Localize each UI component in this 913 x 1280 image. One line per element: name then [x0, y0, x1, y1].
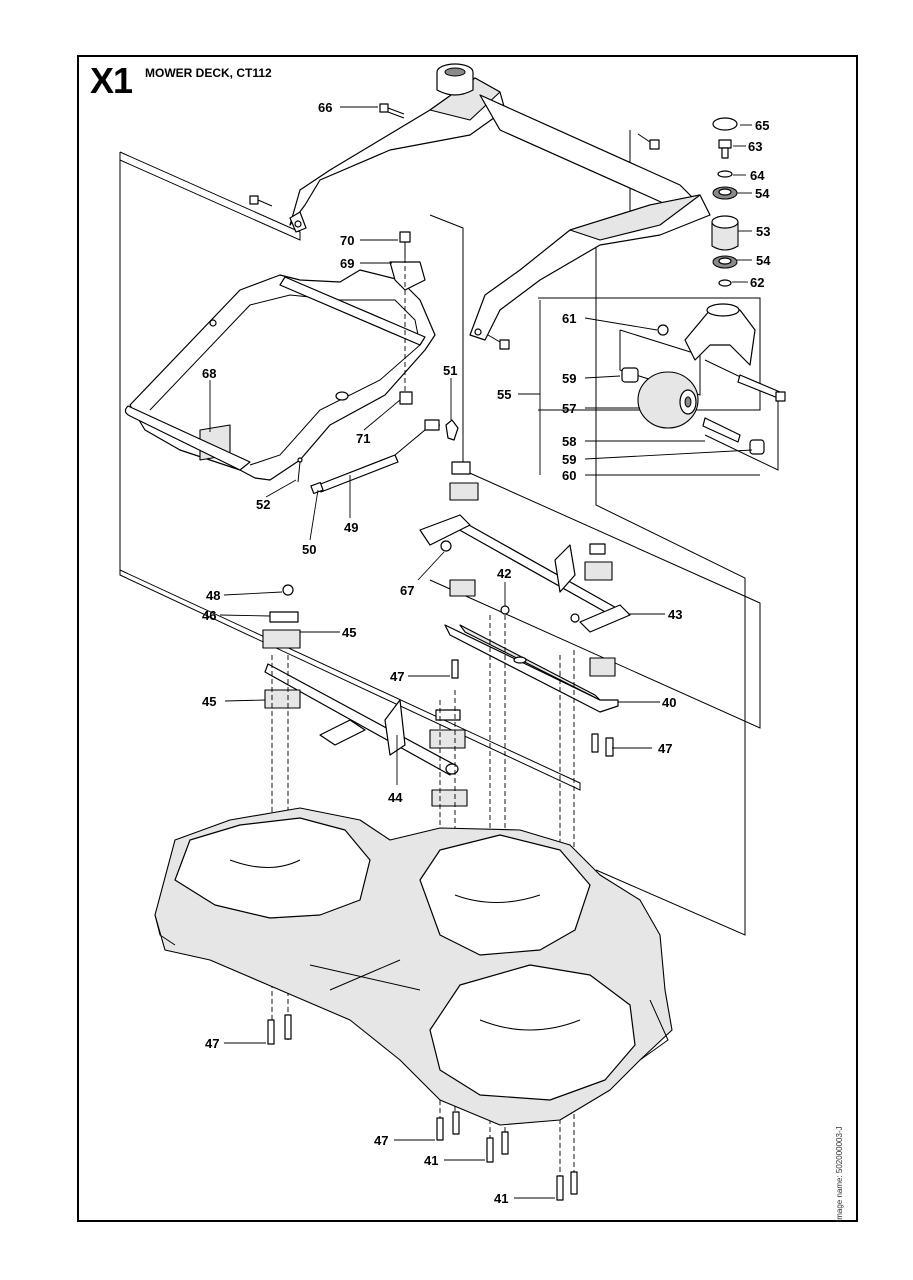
page-code: X1	[90, 60, 133, 101]
wheel-57	[637, 371, 699, 429]
page-frame	[77, 55, 858, 1222]
bolt-63	[718, 139, 732, 149]
caster-bolt	[737, 374, 781, 399]
bolts-47	[451, 659, 614, 757]
callout-61: 61	[562, 311, 576, 326]
callout-47: 47	[390, 669, 404, 684]
callout-49: 49	[344, 520, 358, 535]
callout-68: 68	[202, 366, 216, 381]
callout-45: 45	[202, 694, 216, 709]
callout-44: 44	[388, 790, 403, 805]
clamp-blocks-rear	[449, 461, 616, 677]
plate-46	[269, 611, 299, 623]
axle-58	[702, 417, 741, 443]
lift-rod-49	[310, 419, 441, 495]
bracket-69-70	[389, 231, 426, 405]
bolt-top-right	[637, 133, 660, 150]
callout-47: 47	[374, 1133, 388, 1148]
nut-42	[500, 605, 510, 615]
bolt-arm-left	[249, 195, 273, 207]
rear-axle-assembly	[419, 514, 631, 713]
callout-43: 43	[668, 607, 682, 622]
assembly-frame-center	[429, 214, 761, 729]
callout-54: 54	[756, 253, 771, 268]
caster-fork	[684, 309, 756, 366]
callout-48: 48	[206, 588, 220, 603]
washer-62	[718, 279, 732, 287]
front-axle-assembly	[264, 663, 459, 776]
callout-59: 59	[562, 371, 576, 386]
callout-47: 47	[205, 1036, 219, 1051]
bolt-arm-right	[487, 334, 510, 350]
bushing-53	[711, 222, 739, 251]
callout-55: 55	[497, 387, 511, 402]
nut-61	[657, 324, 669, 336]
spacer-59-bottom	[749, 439, 765, 455]
rear-support-arm	[469, 194, 711, 341]
deck-lift-frame	[124, 269, 436, 481]
washer-64	[717, 170, 733, 178]
mower-deck	[154, 807, 673, 1126]
assembly-frame-right	[595, 238, 746, 936]
caster-detail-box	[619, 329, 701, 396]
bolt-66	[379, 103, 405, 119]
callout-66: 66	[318, 100, 332, 115]
lever-plate	[554, 544, 576, 593]
callout-52: 52	[256, 497, 270, 512]
caster-wheel-assembly	[621, 303, 786, 455]
link-51-lower	[424, 419, 440, 431]
callout-71: 71	[356, 431, 370, 446]
callout-50: 50	[302, 542, 316, 557]
callout-54: 54	[755, 186, 770, 201]
callout-45: 45	[342, 625, 356, 640]
callout-53: 53	[756, 224, 770, 239]
callout-42: 42	[497, 566, 511, 581]
callout-labels: 66 65 63 64 54 53 54 62 70 69 61 68 59 5…	[202, 100, 771, 1206]
callout-69: 69	[340, 256, 354, 271]
callout-47: 47	[658, 741, 672, 756]
callout-57: 57	[562, 401, 576, 416]
callout-58: 58	[562, 434, 576, 449]
callout-41: 41	[424, 1153, 438, 1168]
cap-65	[712, 117, 738, 131]
caster-stack	[711, 117, 739, 287]
link-arm-43	[579, 604, 631, 633]
callout-41: 41	[494, 1191, 508, 1206]
callout-60: 60	[562, 468, 576, 483]
spacer-59-top	[621, 367, 639, 383]
nut-67	[440, 540, 452, 552]
leader-lines	[209, 106, 760, 1199]
deck-bolts	[267, 1014, 578, 1201]
nut-48	[282, 584, 294, 596]
clamp-blocks-front	[262, 584, 468, 807]
front-pivot-arm	[289, 63, 701, 233]
callout-46: 46	[202, 608, 216, 623]
clip-51	[445, 419, 459, 441]
link-arm-left	[419, 514, 471, 546]
callout-64: 64	[750, 168, 765, 183]
plate-44	[319, 719, 366, 746]
nut-71	[399, 391, 413, 405]
page-title: MOWER DECK, CT112	[145, 66, 272, 80]
callout-40: 40	[662, 695, 676, 710]
clamp-45-upper	[262, 629, 301, 649]
callout-67: 67	[400, 583, 414, 598]
clamp-45-lower	[264, 689, 301, 709]
callout-63: 63	[748, 139, 762, 154]
pin-50-52	[297, 457, 303, 483]
callout-70: 70	[340, 233, 354, 248]
callout-59: 59	[562, 452, 576, 467]
callout-51: 51	[443, 363, 457, 378]
callout-62: 62	[750, 275, 764, 290]
callout-65: 65	[755, 118, 769, 133]
lever-44	[384, 699, 406, 756]
